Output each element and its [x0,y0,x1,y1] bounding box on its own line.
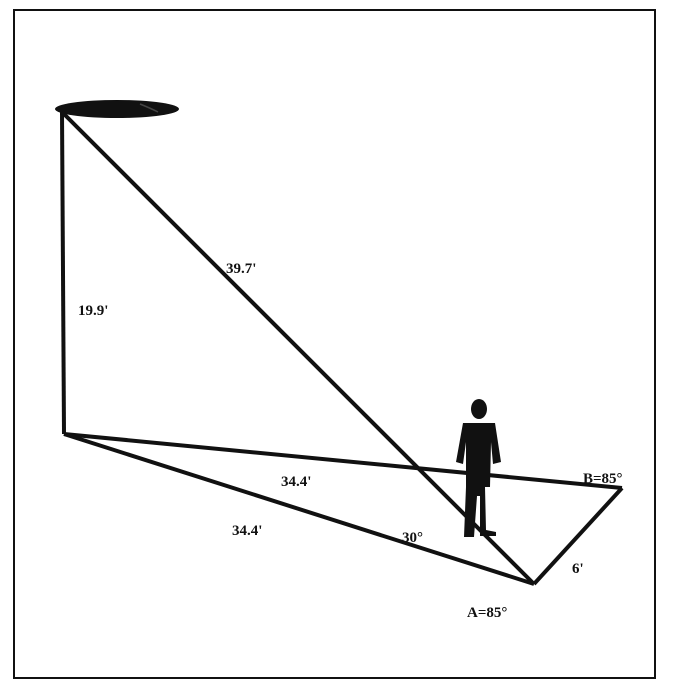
base-line-to-b [63,432,623,490]
height-label: 19.9' [78,303,108,319]
base-line-to-a [63,432,535,586]
lamp-disc-icon [55,100,179,118]
lower-distance-label: 34.4' [232,523,262,539]
vertical-line [60,111,66,435]
angle-c-label: 30° [402,530,423,546]
hypotenuse-label: 39.7' [226,261,256,277]
diagram-frame [13,9,656,679]
baseline-a-b [532,486,624,586]
angle-a-label: A=85° [467,605,507,621]
person-silhouette-icon [456,399,501,537]
baseline-label: 6' [572,561,584,577]
angle-b-label: B=85° [583,471,623,487]
mid-distance-label: 34.4' [281,474,311,490]
hypotenuse-line [60,110,536,586]
